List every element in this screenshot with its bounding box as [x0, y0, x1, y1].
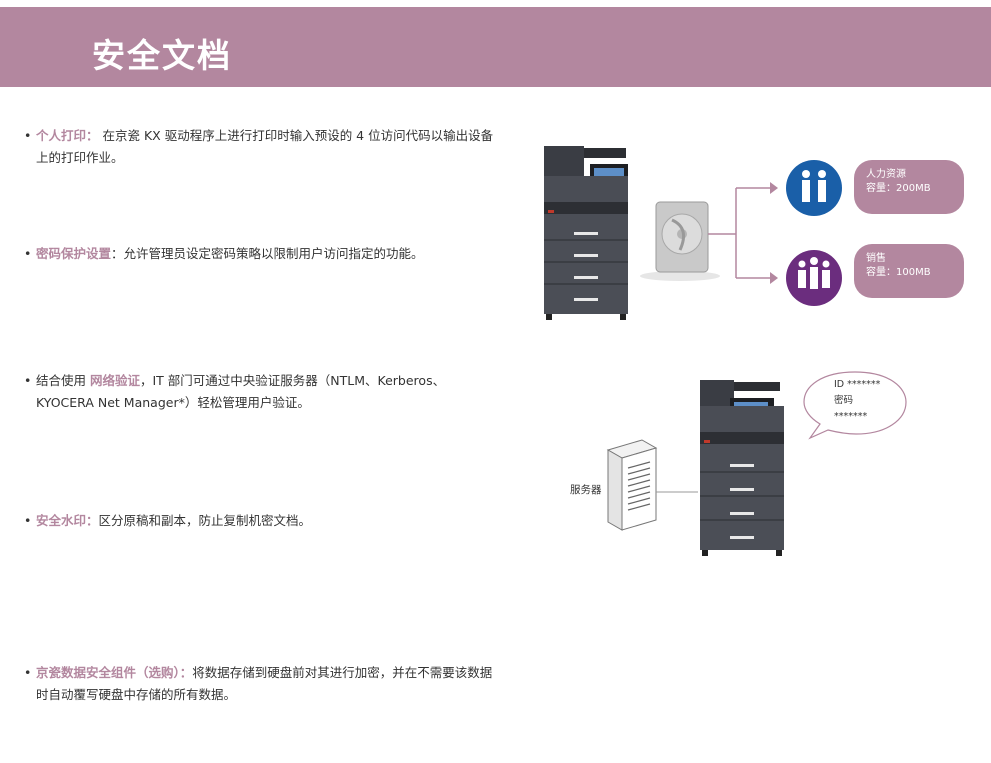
feature-prefix: 结合使用: [36, 373, 90, 388]
feature-data-security-kit: • 京瓷数据安全组件（选购）：将数据存储到硬盘前对其进行加密，并在不需要该数据时…: [24, 665, 493, 702]
feature-text: 将数据存储到硬盘前对其进行加密，并在不需要该数据时自动覆写硬盘中存储的所有数据。: [36, 665, 493, 702]
page-title: 安全文档: [92, 36, 232, 75]
feature-text: 区分原稿和副本，防止复制机密文档。: [98, 513, 312, 528]
bubble-password-value: *******: [834, 411, 868, 422]
bubble-id: ID *******: [834, 379, 881, 390]
hdd-partition-diagram: [544, 146, 842, 320]
bubble-password-label: 密码: [834, 395, 854, 406]
group-name: 销售: [866, 253, 886, 264]
feature-text: 在京瓷 KX 驱动程序上进行打印时输入预设的 4 位访问代码以输出设备上的打印作…: [36, 128, 494, 165]
bubble-text: ID ******* 密码 *******: [834, 377, 880, 425]
group-hr-card: 人力资源 容量：200MB: [854, 160, 964, 214]
handshake-icon: [786, 160, 842, 216]
feature-text: ，IT 部门可通过中央验证服务器（NTLM、Kerberos、KYOCERA N…: [36, 373, 446, 410]
group-capacity: 容量：200MB: [866, 183, 931, 194]
feature-password-protection: • 密码保护设置：允许管理员设定密码策略以限制用户访问指定的功能。: [24, 246, 424, 261]
feature-text: ：允许管理员设定密码策略以限制用户访问指定的功能。: [111, 246, 424, 261]
group-capacity: 容量：100MB: [866, 267, 931, 278]
feature-security-watermark: • 安全水印：区分原稿和副本，防止复制机密文档。: [24, 513, 312, 528]
printer-image: [544, 146, 628, 320]
header-banner: 安全文档: [0, 7, 991, 87]
feature-title: 安全水印：: [36, 513, 99, 528]
server-image: [606, 439, 658, 531]
server-label: 服务器: [570, 484, 602, 496]
feature-network-auth: • 结合使用 网络验证，IT 部门可通过中央验证服务器（NTLM、Kerbero…: [24, 373, 446, 410]
feature-title: 个人打印：: [36, 128, 99, 143]
group-sales-card: 销售 容量：100MB: [854, 244, 964, 298]
speech-bubble: [803, 371, 907, 440]
branch-arrows: [708, 187, 770, 279]
feature-title: 密码保护设置: [36, 246, 112, 261]
printer-image: [700, 380, 784, 556]
hard-disk-image: [640, 201, 720, 281]
feature-title: 京瓷数据安全组件（选购）：: [36, 665, 193, 680]
feature-personal-print: • 个人打印： 在京瓷 KX 驱动程序上进行打印时输入预设的 4 位访问代码以输…: [24, 128, 494, 165]
network-auth-diagram: [606, 371, 907, 556]
feature-title: 网络验证: [89, 373, 140, 388]
group-name: 人力资源: [866, 169, 906, 180]
